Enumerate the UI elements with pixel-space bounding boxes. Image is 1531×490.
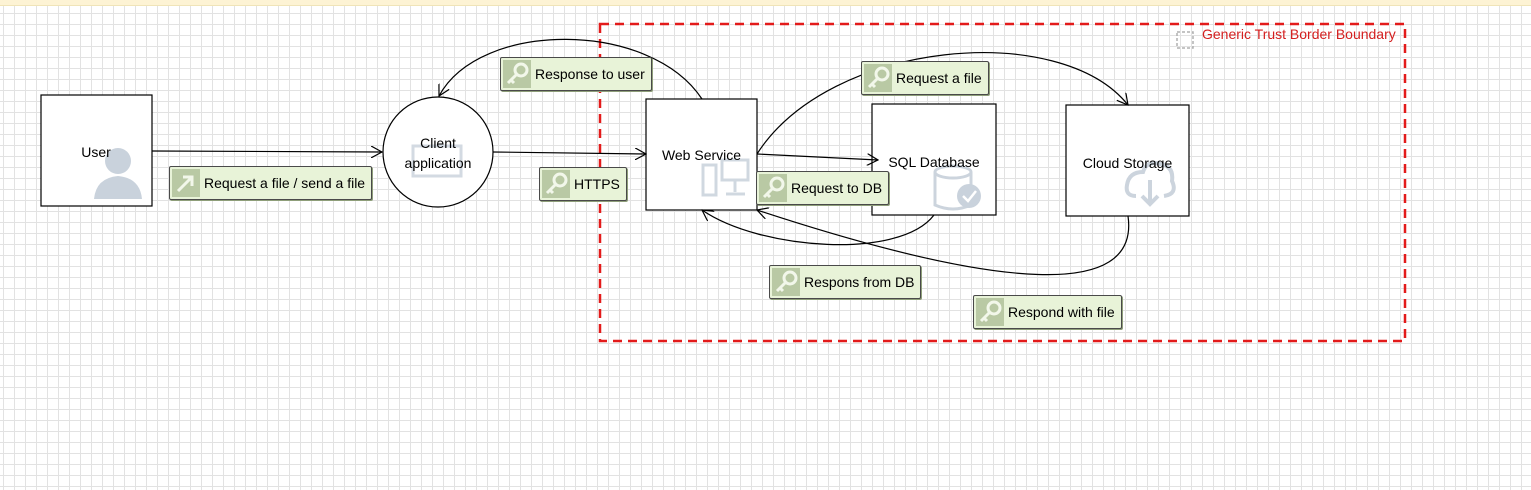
edge-request-a-file[interactable] [756,52,1128,155]
key-icon [503,60,531,88]
flow-label-text: HTTPS [574,176,620,192]
web-service-label: Web Service [661,147,742,163]
application-icon [411,144,463,178]
edge-response-to-user[interactable] [439,38,703,100]
cloud-storage-node[interactable] [1065,104,1190,217]
edge-request-to-db[interactable] [756,153,878,160]
key-icon [772,268,800,296]
client-label-line1: Client [420,135,456,151]
user-node[interactable] [40,94,153,207]
cloud-storage-label: Cloud Storage [1082,155,1173,171]
key-icon [864,64,892,92]
flow-arrow-icon [172,169,200,197]
client-label-line2: application [404,155,472,171]
boundary-title: Generic Trust Border Boundary [1202,26,1396,42]
client-application-label: Client application [393,133,483,173]
flow-label-request-a-file[interactable]: Request a file [861,61,989,95]
database-icon [933,164,981,211]
flow-label-respons-from-db[interactable]: Respons from DB [769,265,922,299]
key-icon [976,298,1004,326]
flow-label-text: Request a file [896,70,982,86]
flow-label-text: Request to DB [791,180,883,196]
server-icon [701,158,750,197]
flow-label-request-file-send[interactable]: Request a file / send a file [169,166,373,200]
user-icon [94,148,142,199]
edge-request-file-send[interactable] [151,151,382,152]
flow-label-request-to-db[interactable]: Request to DB [756,171,890,205]
sql-database-label: SQL Database [888,154,980,170]
flow-label-text: Respond with file [1008,304,1115,320]
edge-https[interactable] [492,152,646,154]
key-icon [542,170,570,198]
flow-label-text: Request a file / send a file [204,175,366,191]
cloud-download-icon [1124,161,1176,207]
flow-label-text: Response to user [535,66,645,82]
edge-respond-with-file[interactable] [757,210,1130,276]
flow-label-response-to-user[interactable]: Response to user [500,57,652,91]
flow-label-text: Respons from DB [804,274,915,290]
key-icon [759,174,787,202]
edge-respons-from-db[interactable] [702,210,935,246]
flow-label-https[interactable]: HTTPS [539,167,627,201]
sql-database-node[interactable] [871,103,997,216]
boundary-icon [1176,31,1194,49]
top-bar [0,0,1531,6]
flow-label-respond-with-file[interactable]: Respond with file [973,295,1122,329]
user-label: User [81,144,111,160]
